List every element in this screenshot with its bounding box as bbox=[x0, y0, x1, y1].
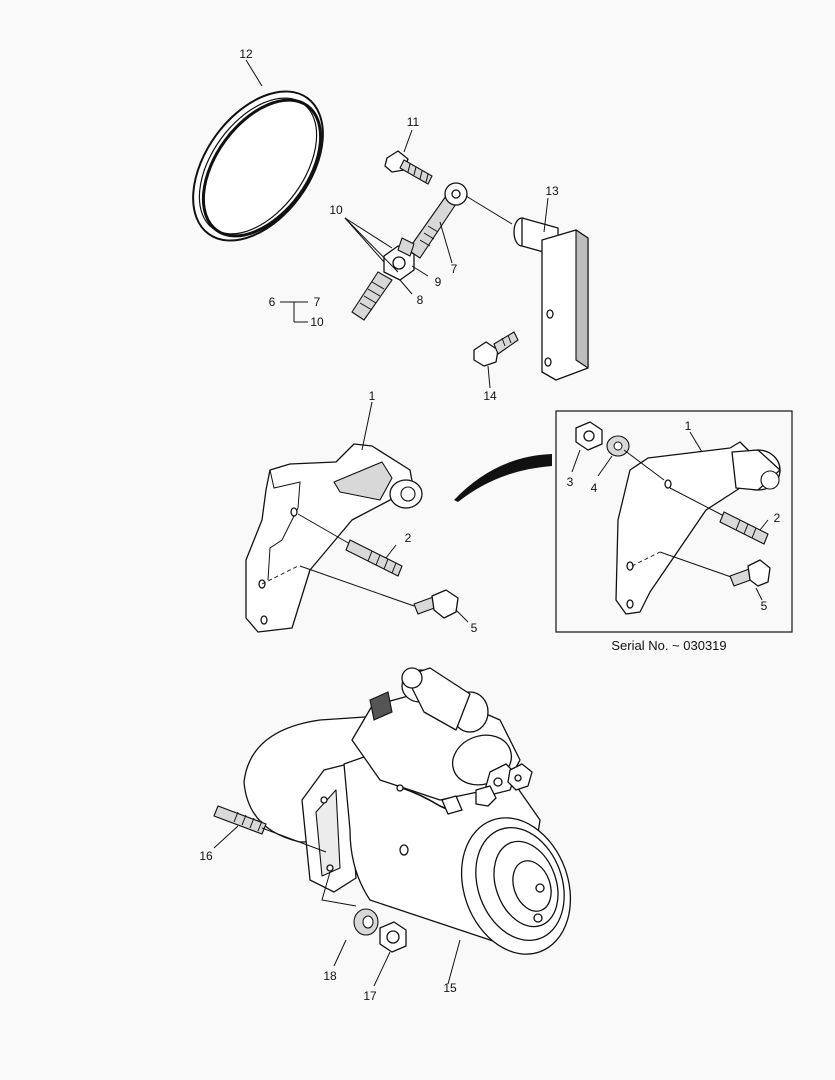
leader-18 bbox=[333, 939, 347, 967]
nut-part-3 bbox=[575, 421, 603, 451]
washer-part-18 bbox=[353, 908, 379, 936]
leader-11 bbox=[403, 129, 413, 153]
leader-1a bbox=[361, 401, 373, 451]
leader-13 bbox=[543, 197, 549, 233]
callout-18: 18 bbox=[323, 969, 337, 983]
callout-12: 12 bbox=[239, 47, 253, 61]
stud-part-2b bbox=[719, 511, 769, 545]
callout-11: 11 bbox=[407, 115, 420, 129]
leader-2a bbox=[385, 544, 397, 559]
stud-part-2a bbox=[345, 539, 403, 577]
callout-1b: 1 bbox=[685, 419, 692, 433]
centerline-16 bbox=[261, 827, 327, 853]
nut-part-17 bbox=[379, 921, 407, 953]
leader-14 bbox=[487, 365, 491, 389]
bolt-part-5a bbox=[413, 589, 459, 619]
callout-3: 3 bbox=[567, 475, 574, 489]
inset-caption: Serial No. ~ 030319 bbox=[611, 638, 726, 653]
leader-17 bbox=[373, 951, 391, 987]
callout-7b: 7 bbox=[314, 295, 321, 309]
callout-2a: 2 bbox=[405, 531, 412, 545]
leader-9 bbox=[411, 265, 429, 277]
callout-17: 17 bbox=[363, 989, 377, 1003]
washer-part-4 bbox=[606, 435, 630, 457]
callout-14: 14 bbox=[483, 389, 497, 403]
callout-7a: 7 bbox=[451, 262, 458, 276]
inset-arrow bbox=[454, 454, 552, 502]
starter-motor-part-15 bbox=[243, 667, 572, 955]
callout-4: 4 bbox=[591, 481, 598, 495]
centerline-5a bbox=[299, 565, 415, 607]
centerline-5b bbox=[659, 551, 735, 579]
centerline-2a bbox=[297, 513, 351, 545]
leader-5b bbox=[755, 587, 763, 601]
leader-10b bbox=[344, 217, 399, 273]
leader-5a bbox=[455, 609, 469, 623]
leader-15 bbox=[447, 939, 461, 985]
leader-12 bbox=[245, 59, 263, 87]
nut-part-9 bbox=[383, 237, 415, 281]
callout-5b: 5 bbox=[761, 599, 768, 613]
stud-part-16 bbox=[213, 805, 267, 835]
bolt-part-11 bbox=[384, 150, 433, 185]
leader-10c bbox=[344, 217, 385, 263]
leader-2b bbox=[759, 519, 769, 531]
callout-10b: 10 bbox=[310, 315, 324, 329]
leader-16 bbox=[213, 825, 239, 849]
callout-10a: 10 bbox=[329, 203, 343, 217]
callout-2b: 2 bbox=[774, 511, 781, 525]
callout-8: 8 bbox=[417, 293, 424, 307]
centerline-17-18 bbox=[321, 871, 357, 907]
callout-5a: 5 bbox=[471, 621, 478, 635]
callout-15: 15 bbox=[443, 981, 457, 995]
hidden-line-b bbox=[631, 551, 661, 567]
callout-1a: 1 bbox=[369, 389, 376, 403]
centerline-7-13 bbox=[465, 195, 513, 225]
leader-3 bbox=[571, 449, 581, 473]
callout-6: 6 bbox=[269, 295, 276, 309]
callout-16: 16 bbox=[199, 849, 213, 863]
callout-9: 9 bbox=[435, 275, 442, 289]
centerline-3-4 bbox=[623, 449, 665, 481]
threaded-stud-part-8 bbox=[351, 271, 393, 321]
leader-8 bbox=[399, 279, 413, 295]
inset-frame bbox=[555, 410, 793, 633]
centerline-2b bbox=[669, 487, 725, 517]
leader-10a bbox=[344, 217, 393, 249]
leader-4 bbox=[597, 455, 613, 477]
belt-part-12 bbox=[192, 90, 324, 242]
leader-1b bbox=[689, 431, 703, 453]
kit-legend bbox=[280, 301, 308, 323]
leader-7a bbox=[439, 221, 453, 264]
inset-bracket-part-1 bbox=[615, 441, 781, 615]
callout-13: 13 bbox=[545, 184, 559, 198]
mount-bracket-part-1 bbox=[245, 443, 423, 633]
bracket-part-13 bbox=[513, 217, 589, 381]
bolt-part-5b bbox=[729, 559, 771, 587]
bolt-part-14 bbox=[473, 331, 519, 367]
adjust-rod-part-7 bbox=[407, 182, 468, 259]
